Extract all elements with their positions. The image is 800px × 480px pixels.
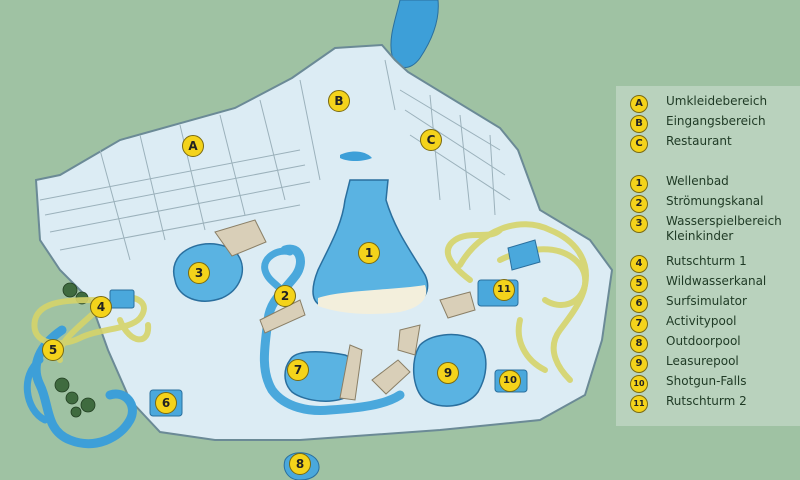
legend-label: Strömungskanal [666, 194, 764, 208]
legend-label: Eingangsbereich [666, 114, 766, 128]
map-marker-1: 1 [358, 242, 380, 264]
wild-water-loop [23, 356, 49, 424]
legend-label: Outdoorpool [666, 334, 741, 348]
legend-item-2: 2 Strömungskanal [630, 194, 764, 213]
legend-label: Restaurant [666, 134, 732, 148]
top-water-inlet [390, 0, 439, 68]
legend-item-6: 6 Surfsimulator [630, 294, 747, 313]
legend-badge: 9 [630, 355, 648, 373]
legend-badge: 8 [630, 335, 648, 353]
map-marker-6: 6 [155, 392, 177, 414]
map-marker-2: 2 [274, 285, 296, 307]
map-marker-11: 11 [493, 279, 515, 301]
legend-label: Surfsimulator [666, 294, 747, 308]
legend-item-9: 9 Leasurepool [630, 354, 739, 373]
legend-label: Rutschturm 1 [666, 254, 747, 268]
legend-badge: B [630, 115, 648, 133]
legend-item-c: C Restaurant [630, 134, 732, 153]
map-marker-4: 4 [90, 296, 112, 318]
right-pool-strip [507, 239, 541, 271]
legend-item-7: 7 Activitypool [630, 314, 737, 333]
map-marker-5: 5 [42, 339, 64, 361]
map-marker-3: 3 [188, 262, 210, 284]
legend-badge: 3 [630, 215, 648, 233]
legend-badge: 11 [630, 395, 648, 413]
legend-item-a: A Umkleidebereich [630, 94, 767, 113]
legend-badge: 7 [630, 315, 648, 333]
legend-label: Leasurepool [666, 354, 739, 368]
slides-right [444, 221, 589, 383]
map-marker-7: 7 [287, 359, 309, 381]
lazy-river [259, 244, 405, 415]
map-marker-c: C [420, 129, 442, 151]
map-marker-10: 10 [499, 370, 521, 392]
legend-item-b: B Eingangsbereich [630, 114, 766, 133]
toddler-deck [214, 219, 267, 257]
small-pool-top [340, 151, 372, 161]
legend-label: Wasserspielbereich Kleinkinder [666, 214, 782, 243]
legend-label: Wildwasserkanal [666, 274, 767, 288]
map-marker-a: A [182, 135, 204, 157]
legend-item-4: 4 Rutschturm 1 [630, 254, 747, 273]
legend-item-11: 11 Rutschturm 2 [630, 394, 747, 413]
map-marker-9: 9 [437, 362, 459, 384]
legend-label: Umkleidebereich [666, 94, 768, 108]
legend-badge: 2 [630, 195, 648, 213]
map-marker-8: 8 [289, 453, 311, 475]
legend-label: Shotgun-Falls [666, 374, 747, 388]
legend-badge: 1 [630, 175, 648, 193]
legend-badge: A [630, 95, 648, 113]
legend-label: Activitypool [666, 314, 737, 328]
legend-badge: 10 [630, 375, 648, 393]
legend-label: Rutschturm 2 [666, 394, 747, 408]
legend-badge: 6 [630, 295, 648, 313]
legend-label: Wellenbad [666, 174, 729, 188]
legend-item-10: 10 Shotgun-Falls [630, 374, 747, 393]
legend-badge: 5 [630, 275, 648, 293]
legend-item-5: 5 Wildwasserkanal [630, 274, 766, 293]
legend-badge: 4 [630, 255, 648, 273]
legend-item-8: 8 Outdoorpool [630, 334, 741, 353]
map-marker-b: B [328, 90, 350, 112]
legend-item-3: 3 Wasserspielbereich Kleinkinder [630, 214, 782, 244]
wave-pool-beach [318, 285, 427, 314]
legend-item-1: 1 Wellenbad [630, 174, 729, 193]
legend-badge: C [630, 135, 648, 153]
